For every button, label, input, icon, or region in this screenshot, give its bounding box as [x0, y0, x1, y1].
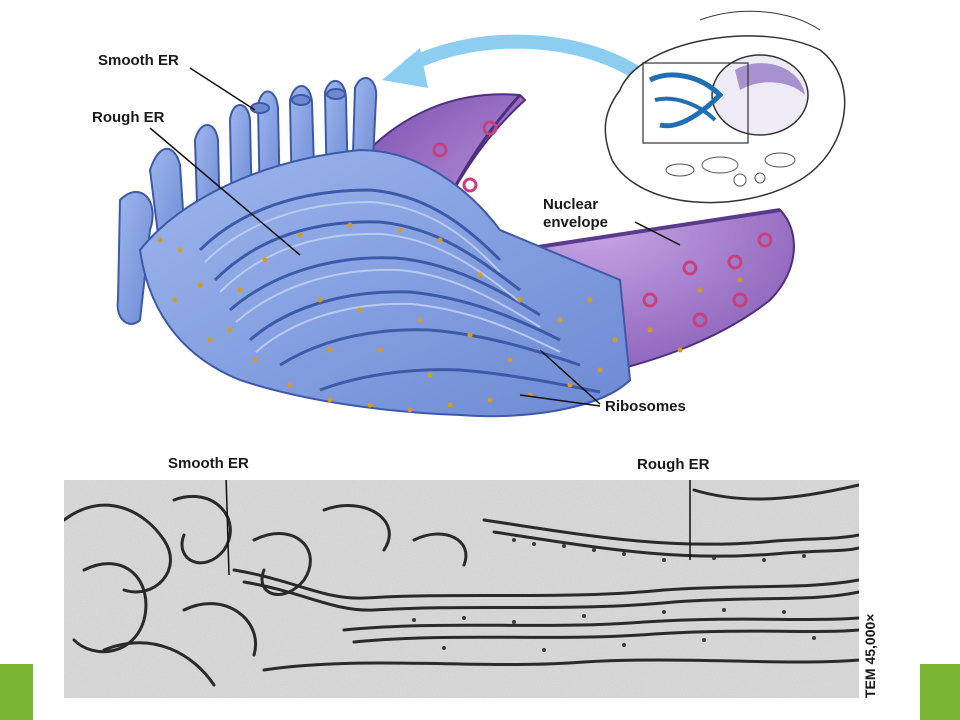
accent-bar-right — [920, 664, 960, 720]
ribosome-dots — [157, 222, 743, 413]
label-smooth-er-top: Smooth ER — [98, 52, 179, 69]
leader-lines — [149, 67, 681, 407]
accent-bar-left — [0, 664, 33, 720]
label-rough-er-bottom: Rough ER — [637, 456, 710, 473]
label-nuclear-envelope: Nuclear envelope — [543, 196, 608, 232]
label-nuclear-envelope-line1: Nuclear — [543, 196, 599, 213]
smooth-er-shape — [116, 77, 378, 325]
zoom-arrow — [382, 34, 647, 88]
label-nuclear-envelope-line2: envelope — [543, 214, 609, 231]
er-illustration — [116, 10, 846, 418]
rough-er-shape — [138, 148, 632, 418]
tem-scale-label: TEM 45,000× — [862, 613, 878, 698]
label-rough-er-top: Rough ER — [92, 109, 165, 126]
label-smooth-er-bottom: Smooth ER — [168, 455, 249, 472]
cell-inset — [604, 10, 846, 204]
label-ribosomes: Ribosomes — [605, 398, 686, 415]
tem-micrograph — [64, 480, 859, 698]
